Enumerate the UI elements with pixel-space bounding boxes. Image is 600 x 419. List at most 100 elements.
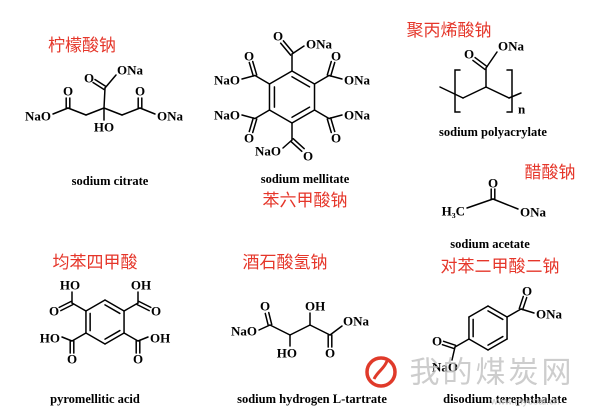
repeat-unit-subscript: n [518,102,526,117]
sodium-mellitate-bonds [241,40,343,153]
bond [138,300,152,309]
sodium-polyacrylate-bonds [439,51,522,99]
english-name: sodium mellitate [261,172,350,186]
bond [104,299,125,312]
atom-label: O [244,131,254,146]
bond [520,308,535,314]
bond [267,311,273,326]
bond [254,74,271,85]
bond [264,312,270,327]
atom-label: O [464,47,474,62]
english-name: sodium hydrogen L-tartrate [237,392,387,406]
terephthalate-bonds [441,295,535,361]
atom-label: O [331,131,341,146]
bond [439,86,464,99]
bond [282,40,295,54]
left-bracket [454,69,461,113]
tartrate-bonds [258,311,343,348]
chinese-name: 聚丙烯酸钠 [407,21,492,41]
atom-label: O [325,346,335,361]
atom-label: NaO [214,108,240,123]
atom-label: ONa [306,37,333,52]
watermark-url: www.mycoal.cn [490,397,560,408]
atom-label: O [331,49,341,64]
bond [487,338,508,351]
chinese-name: 均苯四甲酸 [53,253,138,273]
bond [279,42,292,56]
bond [104,332,125,345]
bond [289,324,311,336]
atom-label: HO [94,120,114,135]
bond [58,300,72,309]
atom-label: O [67,352,77,367]
bond [241,74,256,80]
atom-label: NaO [214,73,240,88]
bond [282,139,293,149]
sodium-polyacrylate: 聚丙烯酸钠 O ONa n sodium polyacrylate [407,21,548,139]
bond [104,74,117,89]
bond [248,117,255,133]
english-name: sodium acetate [450,237,530,251]
bond [85,299,106,312]
bond [121,107,141,116]
atom-label: O [135,84,145,99]
atom-label: ONa [520,205,547,220]
chinese-name: 醋酸钠 [525,163,576,183]
atom-label: HO [40,331,60,346]
atom-label: O [63,84,73,99]
bond [506,308,522,318]
english-name: disodium terephthalate [443,392,567,406]
atom-label: O [133,352,143,367]
sodium-acetate-bonds [466,188,519,210]
bond [518,295,525,310]
bond [468,338,489,351]
bond [485,86,510,99]
atom-label: NaO [231,324,257,339]
bond [92,81,105,91]
bond [251,118,258,134]
bond [326,60,333,76]
bond [251,60,258,76]
chinese-name: 苯六甲酸钠 [263,191,348,211]
atom-label: O [432,334,442,349]
bond [468,305,489,318]
bond [291,75,311,88]
atom-label: NaO [432,360,458,375]
bond [451,346,456,361]
sodium-hydrogen-l-tartrate: 酒石酸氢钠 NaO O OH HO O ONa sodium hydrogen … [231,253,387,406]
bond [67,107,87,116]
bond [329,61,336,77]
bond [269,324,291,336]
bond [472,59,486,71]
pyromellitic-acid-bonds [58,291,152,354]
watermark-site-name: 我的煤炭网 [410,356,575,391]
sodium-citrate: 柠檬酸钠 NaO O HO O ONa O ONa sodium citrate [25,36,184,188]
bond [492,198,519,210]
atom-label: OH [150,331,170,346]
sodium-acetate: 醋酸钠 H₃C O ONa sodium acetate [442,163,576,251]
bond [254,109,271,120]
bond [123,302,139,312]
bond [71,332,87,342]
watermark: 我的煤炭网 www.mycoal.cn [365,356,575,408]
bond [71,302,87,312]
bond [248,61,255,77]
bond [291,45,305,55]
atom-label: O [84,71,94,86]
atom-label: NaO [25,109,51,124]
atom-label: NaO [255,144,281,159]
bond [103,87,106,109]
bond [329,117,336,133]
bond [290,140,303,153]
bond [462,86,487,99]
bond [508,92,522,99]
bond [485,51,498,69]
right-bracket [506,69,513,113]
bond [313,109,330,120]
atom-label: HO [60,278,80,293]
bond [328,114,343,120]
bond [85,107,105,116]
bond [521,296,528,311]
